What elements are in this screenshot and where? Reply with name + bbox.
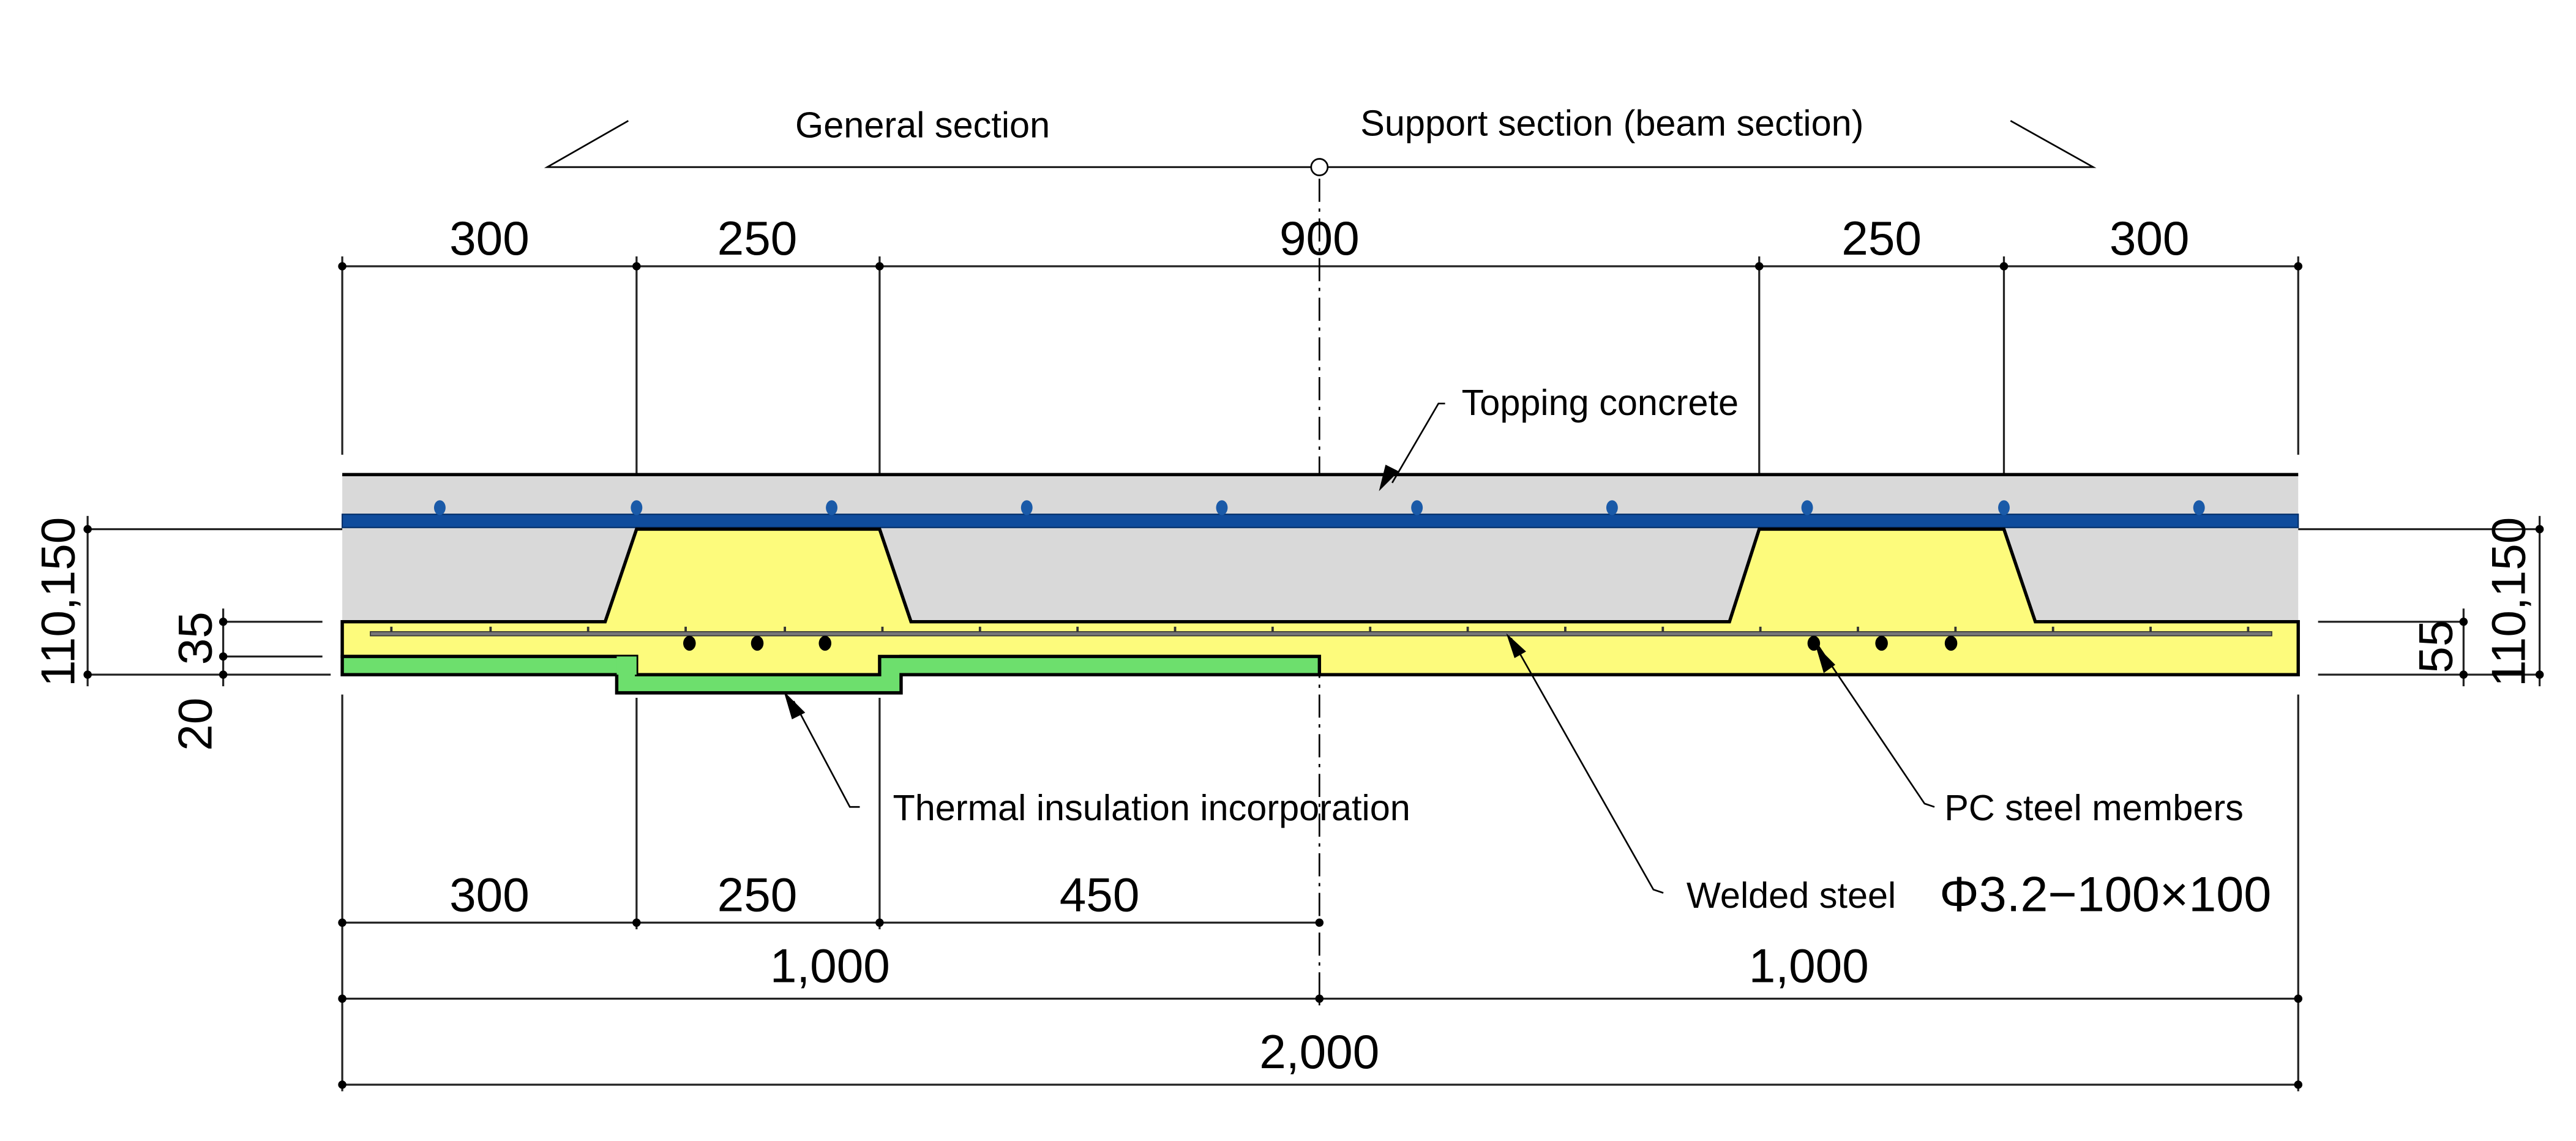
right-dimensions: 110,150 55 — [2298, 515, 2544, 687]
right-base-dim: 55 — [2408, 620, 2462, 673]
left-dimensions: 110,150 35 20 — [31, 515, 343, 751]
left-upper-dim: 35 — [168, 612, 222, 665]
bottom-dim-text: 1,000 — [770, 939, 890, 993]
top-dim-text: 250 — [1841, 211, 1922, 265]
welded-steel-spec: Φ3.2−100×100 — [1939, 867, 2271, 922]
callout-welded-steel: Welded steel Φ3.2−100×100 — [1506, 633, 2271, 922]
section-center-marker — [1310, 158, 1329, 176]
upper-rebar-dots — [433, 500, 2205, 515]
callout-thermal-insulation: Thermal insulation incorporation — [784, 691, 1410, 828]
pc-steel-label: PC steel members — [1944, 787, 2244, 828]
welded-steel-mesh — [370, 631, 2272, 637]
support-section-label: Support section (beam section) — [1360, 103, 1863, 144]
thermal-insulation-label: Thermal insulation incorporation — [893, 787, 1410, 828]
welded-steel-label: Welded steel — [1687, 875, 1896, 916]
bottom-dim-text: 300 — [449, 867, 530, 921]
bottom-dimension-chains: 300 250 450 1,000 1,000 2,000 — [338, 694, 2303, 1091]
general-section-label: General section — [795, 104, 1050, 145]
bottom-dim-text: 1,000 — [1749, 939, 1869, 993]
bottom-dim-text: 2,000 — [1259, 1025, 1379, 1079]
insulation-fill-patch — [616, 656, 637, 675]
top-dim-text: 300 — [2110, 211, 2190, 265]
top-dim-text: 250 — [717, 211, 798, 265]
callout-pc-steel: PC steel members — [1815, 645, 2244, 828]
left-lower-dim: 20 — [168, 698, 222, 751]
right-total-dim: 110,150 — [2481, 517, 2535, 687]
bottom-dim-text: 250 — [717, 867, 798, 921]
top-dimension-chain: 300 250 900 250 300 — [338, 211, 2303, 513]
mesh-cross-marks — [390, 626, 2250, 632]
left-total-dim: 110,150 — [31, 517, 85, 687]
top-dim-text: 300 — [449, 211, 530, 265]
callout-topping-concrete: Topping concrete — [1379, 382, 1739, 492]
section-indicator: General section Support section (beam se… — [544, 103, 2097, 176]
upper-rebar-band — [342, 514, 2299, 528]
topping-concrete-label: Topping concrete — [1462, 382, 1739, 423]
bottom-dim-text: 450 — [1060, 867, 1140, 921]
